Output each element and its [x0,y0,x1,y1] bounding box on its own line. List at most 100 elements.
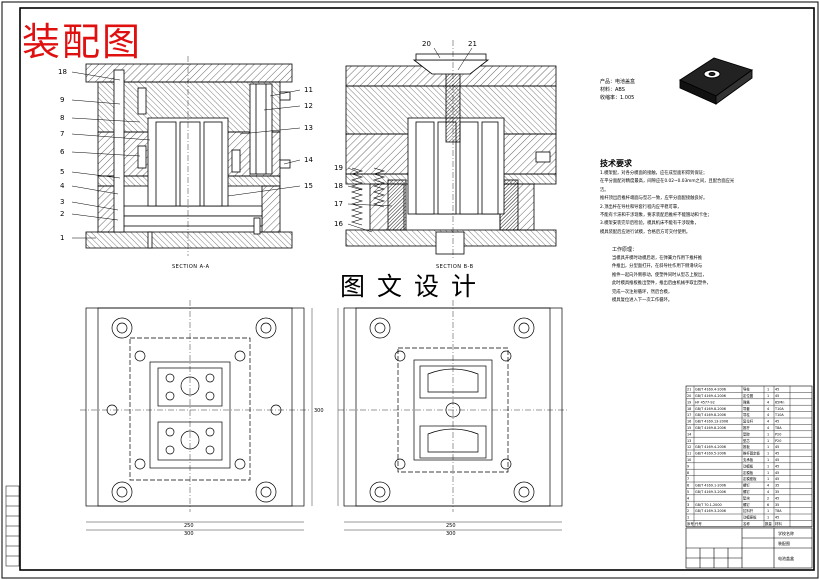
bom-cell-name: 垫块 [743,495,750,500]
bom-cell-code: GB/T 4169.5-2006 [695,452,726,456]
part-label: 20 [422,40,431,48]
note-line: 1.模架配，对各分模面的接触，应在成型面积得到保证； [600,171,708,176]
section-a-a-view [85,56,293,256]
spec-shrink: 收缩率：1.005 [600,95,635,101]
bom-cell-qty: 4 [767,407,769,411]
bom-cell-code: GB/T 4169.4-2006 [695,388,726,392]
part-label: 13 [304,124,313,132]
bom-cell-no: 12 [687,445,691,449]
bom-cell-name: 定位圈 [743,393,754,398]
bom-cell-material: T10A [774,413,784,417]
section-b-b-view [345,40,557,260]
dim-width-overall: 300 [184,531,194,537]
bom-header-cell: 名称 [743,521,750,526]
bom-cell-no: 14 [687,432,691,436]
bom-cell-material: 45 [775,394,779,398]
part-label: 5 [60,168,64,176]
bom-cell-material: 45 [775,445,779,449]
note-line: 3.模架安装完毕后检验，模具机床不能有干涉现象， [600,221,699,227]
part-label: 17 [334,200,343,208]
part-label: 12 [304,102,313,110]
part-label: 11 [304,86,313,94]
bom-cell-name: 定模座板 [743,476,757,481]
bom-cell-qty: 4 [767,413,769,417]
bom-cell-material: 45 [775,420,779,424]
bom-cell-qty: 1 [767,439,769,443]
dim-width-overall: 300 [446,531,456,537]
part-label: 18 [58,68,67,76]
bom-cell-material: 45 [775,477,779,481]
part-label: 21 [468,40,477,48]
notes-title: 技术要求 [600,159,632,168]
dim-height: 300 [314,408,324,414]
bom-cell-no: 5 [687,490,689,494]
bom-cell-qty: 1 [767,394,769,398]
bom-cell-no: 4 [687,496,689,500]
spec-product: 产品：电池盖盒 [600,79,636,85]
note-line: 2.顶出杆在导柱和导套行程内应平稳可靠， [600,204,682,210]
bom-cell-material: T8A [774,426,782,430]
note-line: 模具装配后应进行试模，合格后方可交付使用。 [600,229,691,235]
dim-width: 250 [446,523,456,529]
bom-cell-name: 型芯 [743,438,750,443]
part-label: 15 [304,182,313,190]
bom-cell-code: GB/T 4169.1-2006 [695,484,726,488]
bom-cell-no: 10 [687,458,691,462]
bom-cell-code: HF 4577-92 [695,400,715,404]
bom-cell-material: 45 [775,388,779,392]
bom-header-cell: 代号 [695,521,702,526]
work-line: 模具复位进入下一次工作循环。 [612,298,673,304]
bom-cell-name: 弹簧 [743,399,750,404]
bom-cell-material: T10A [774,407,784,411]
part-label: 7 [60,130,64,138]
bom-cell-no: 13 [687,439,691,443]
part-numbers-a: 18 9 8 7 6 5 4 3 2 1 11 12 13 14 15 [58,68,313,242]
bom-cell-code: GB/T 4169.8-2006 [695,413,726,417]
bom-cell-code: GB/T 4169.3-2006 [695,509,726,513]
work-line: 完成一次注射循环，然后合模， [612,289,673,295]
bom-cell-qty: 4 [767,484,769,488]
part-label: 6 [60,148,65,156]
bom-cell-material: 45 [775,471,779,475]
dim-width: 250 [184,523,194,529]
bom-cell-material: 45 [775,458,779,462]
work-line: 推件一起向外侧移动，使塑件同时从型芯上脱出， [612,272,707,278]
note-line: 不能有卡滞和干涉现象，要求装配后推杆不能翘动和卡住； [600,213,712,219]
working-principle-title: 工作原理： [612,247,638,253]
bom-cell-name: 型腔 [743,431,750,436]
bom-cell-material: T8A [774,509,782,513]
bom-cell-material: 35 [775,503,779,507]
part-label: 16 [334,220,343,228]
bom-cell-qty: 1 [767,509,769,513]
bom-cell-qty: 1 [767,471,769,475]
bom-cell-name: 螺钉 [743,502,750,507]
bom-cell-qty: 1 [767,445,769,449]
bom-cell-qty: 1 [767,477,769,481]
part-numbers-b: 20 21 19 18 17 16 [334,40,477,228]
bom-cell-material: 35 [775,484,779,488]
bom-cell-name: 导柱 [743,387,750,392]
section-bb-label: SECTION B-B [436,264,474,270]
bom-cell-material: 45 [775,496,779,500]
bom-cell-material: 45 [775,452,779,456]
part-label: 2 [60,210,64,218]
bom-cell-material: 35 [775,490,779,494]
part-label: 8 [60,114,64,122]
bom-cell-no: 3 [687,503,689,507]
bom-cell-no: 21 [687,388,691,392]
bom-cell-name: 推板 [743,444,750,449]
spec-material: 材料：ABS [600,87,625,93]
bom-cell-qty: 1 [767,458,769,462]
technical-notes: 1.模架配，对各分模面的接触，应在成型面积得到保证； 在平分面配对精度最高，间隙… [600,170,740,237]
bom-header-cell: 材料 [775,521,782,526]
bom-cell-no: 8 [687,471,689,475]
bom-cell-no: 15 [687,426,691,430]
drawing-title: 图文设计 [340,272,489,301]
bom-cell-code: GB/T 4169.8-2006 [695,426,726,430]
bom-cell-no: 19 [687,400,691,404]
work-line: 此时模具推板推出塑件，推出后由机械手取出塑件， [612,281,711,287]
part-label: 4 [60,182,65,190]
leaders-b [347,47,473,233]
note-line: 推杆顶出后推杆端面与型芯一致，应平分面配接触良好。 [600,196,708,202]
